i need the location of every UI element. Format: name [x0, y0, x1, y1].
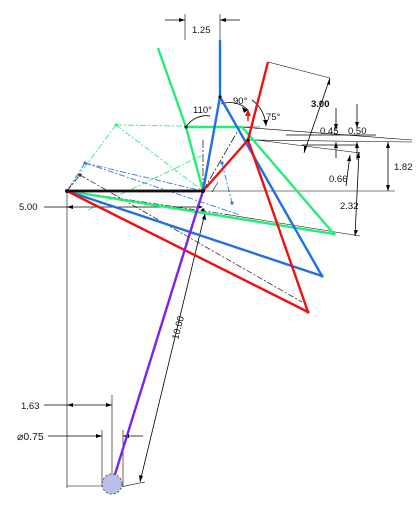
joint-points [65, 95, 336, 314]
dim-1-82: 1.82 [394, 162, 413, 173]
angle-75: 75° [266, 112, 281, 123]
dim-1-25: 1.25 [192, 25, 211, 36]
dim-1-63: 1.63 [21, 401, 40, 412]
blue-link [65, 40, 324, 278]
construction-lines [66, 124, 303, 303]
dim-0-50: 0.50 [348, 126, 367, 137]
dimension-lines [44, 18, 390, 483]
dim-0-66: 0.66 [329, 174, 348, 185]
angle-110: 110° [193, 105, 212, 116]
dim-pin-diameter: ⌀0.75 [17, 431, 44, 443]
red-link [65, 61, 310, 314]
dim-10-00: 10.00 [170, 315, 187, 341]
green-link [65, 47, 336, 236]
angle-90: 90° [233, 96, 248, 107]
dimension-labels: 1.25 3.00 0.45 0.50 1.82 0.66 2.32 5.00 … [17, 25, 413, 443]
dim-3-00: 3.00 [311, 99, 330, 110]
extension-lines [66, 14, 413, 489]
pivot-pin [101, 473, 123, 495]
dim-2-32: 2.32 [340, 201, 359, 212]
purple-crank [110, 190, 205, 485]
dim-0-45: 0.45 [320, 126, 339, 137]
dim-5-00: 5.00 [19, 202, 38, 213]
